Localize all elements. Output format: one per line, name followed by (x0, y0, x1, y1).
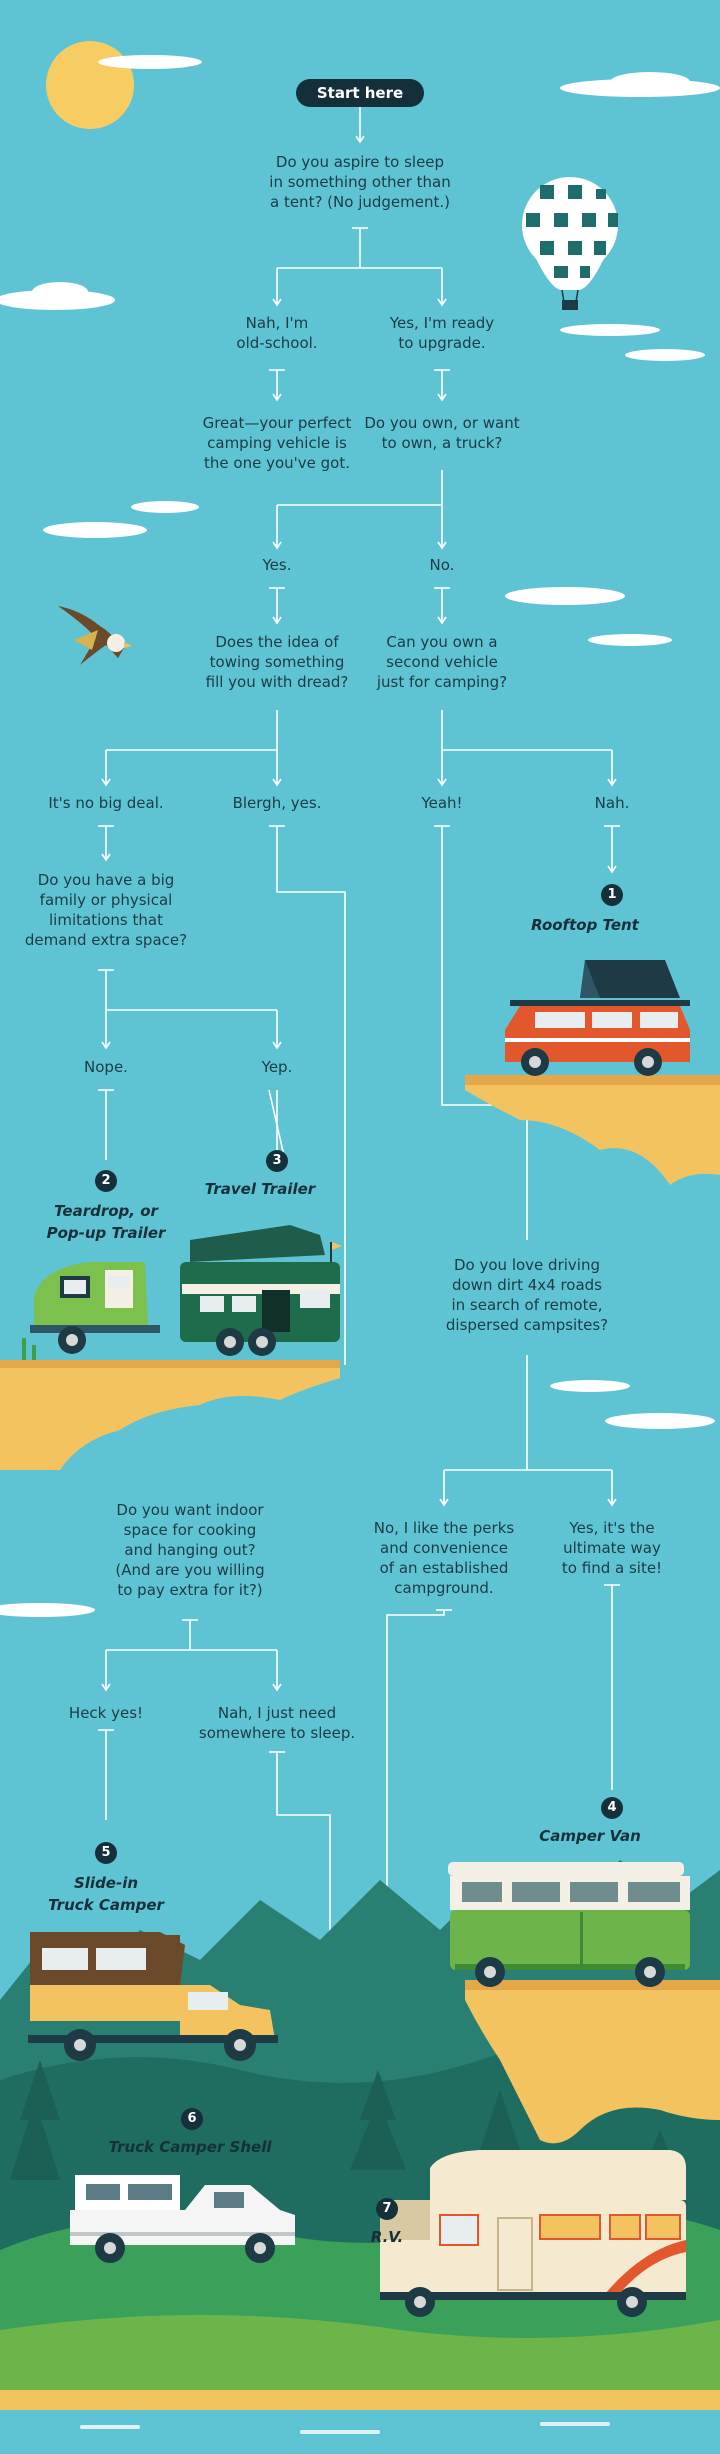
teardrop-trailer-icon (30, 1262, 160, 1354)
answer-yeah: Yeah! (421, 794, 463, 812)
result-number-7: 7 (376, 2198, 398, 2220)
cliff-left (0, 1338, 340, 1470)
start-here-badge: Start here (296, 79, 424, 107)
rooftop-tent-suv-icon (505, 960, 690, 1076)
answer-no: No. (429, 556, 455, 574)
answer-blergh: Blergh, yes. (232, 794, 322, 812)
truck-camper-shell-icon (70, 2175, 295, 2263)
result-camper-van: Camper Van (539, 1827, 641, 1845)
answer-heck-yes: Heck yes! (68, 1704, 144, 1722)
result-truck-camper-shell: Truck Camper Shell (108, 2138, 272, 2156)
cloud-icon (0, 55, 720, 1617)
answer-yes: Yes. (262, 556, 292, 574)
result-number-5: 5 (95, 1842, 117, 1864)
result-travel-trailer: Travel Trailer (204, 1180, 316, 1198)
hills (0, 1860, 720, 2454)
result-number-3: 3 (266, 1150, 288, 1172)
eagle-icon (58, 606, 132, 665)
result-rooftop-tent: Rooftop Tent (531, 916, 639, 934)
slide-in-truck-camper-icon (28, 1932, 278, 2061)
cliff-right-top (465, 1075, 720, 1185)
answer-nah: Nah. (594, 794, 630, 812)
travel-trailer-icon (180, 1225, 342, 1356)
result-number-6: 6 (181, 2108, 203, 2130)
result-rv: R.V. (370, 2228, 404, 2246)
camper-van-icon (448, 1862, 690, 1987)
rv-icon (380, 2150, 686, 2317)
answer-nope: Nope. (84, 1058, 128, 1076)
answer-yep: Yep. (261, 1058, 293, 1076)
result-number-4: 4 (601, 1797, 623, 1819)
answer-no-big-deal: It's no big deal. (48, 794, 164, 812)
sun-icon (46, 41, 134, 129)
hot-air-balloon-icon (522, 177, 618, 310)
result-number-1: 1 (601, 884, 623, 906)
result-number-2: 2 (95, 1170, 117, 1192)
